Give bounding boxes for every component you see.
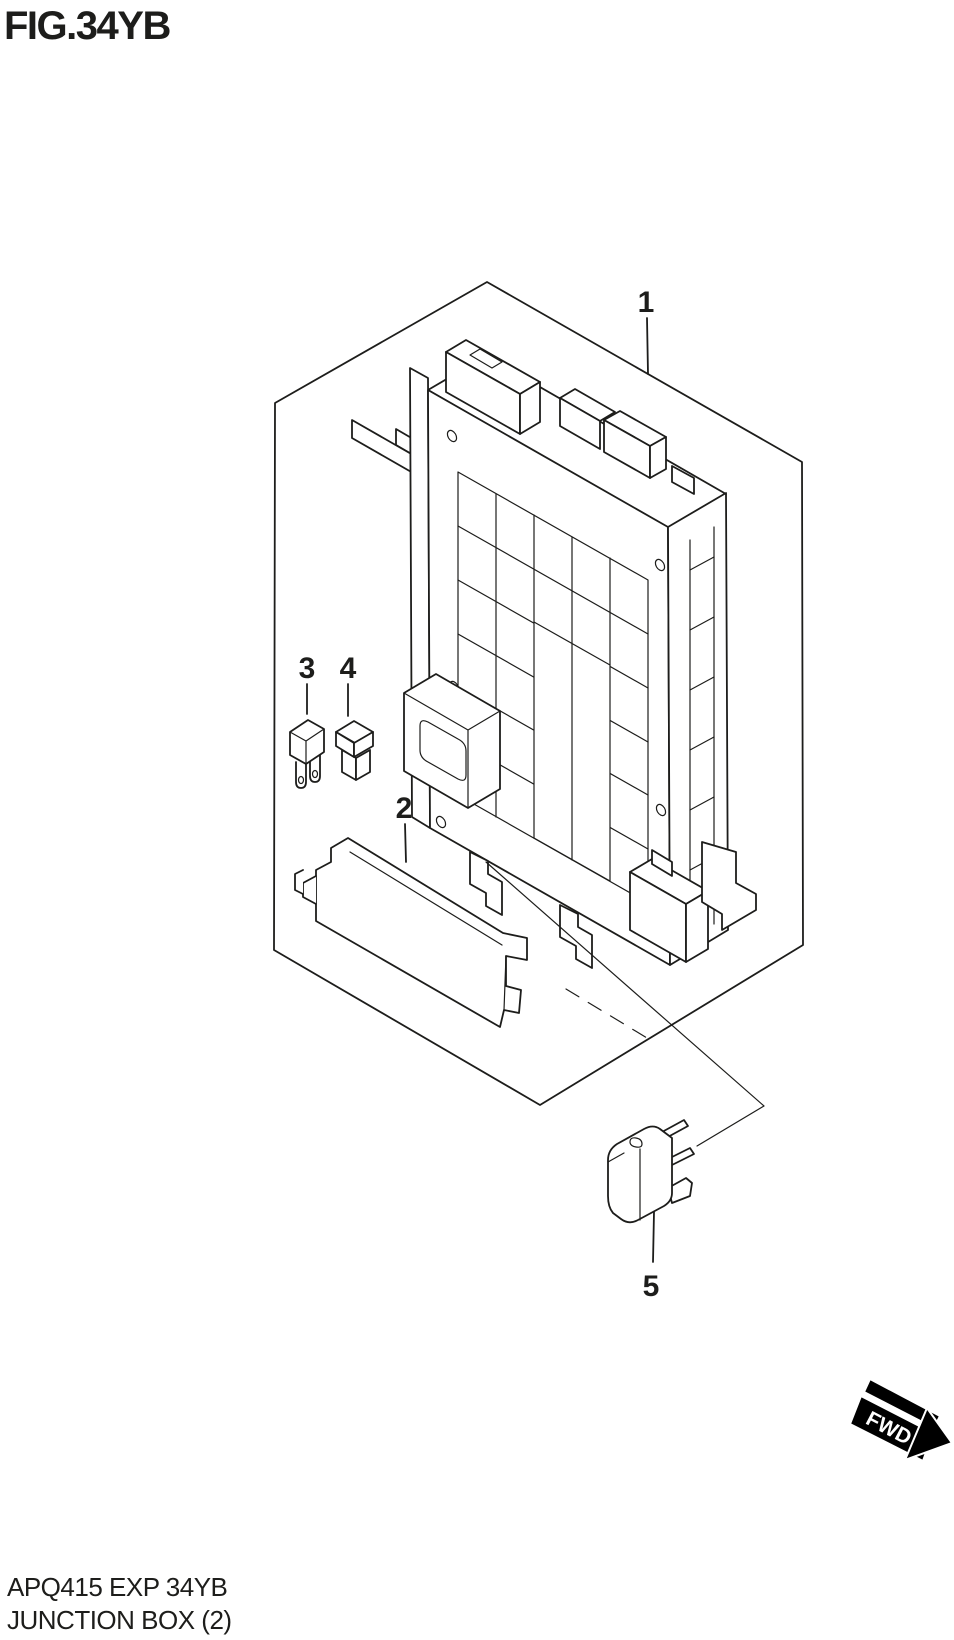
- svg-text:5: 5: [643, 1270, 660, 1303]
- bottom-brackets: [469, 841, 757, 969]
- svg-text:2: 2: [396, 792, 413, 825]
- svg-text:1: 1: [638, 286, 655, 319]
- junction-box-drawing: [351, 339, 757, 969]
- callout-2[interactable]: 2: [396, 792, 413, 863]
- cartridge-drawing: [335, 720, 374, 781]
- svg-text:4: 4: [340, 652, 357, 685]
- figure-name: JUNCTION BOX (2): [7, 1605, 232, 1635]
- fuse-drawing: [289, 719, 325, 789]
- fwd-arrow-icon: FWD: [848, 1377, 954, 1463]
- relay-locator-line: [485, 861, 765, 1147]
- callout-4[interactable]: 4: [340, 652, 357, 717]
- callout-1[interactable]: 1: [638, 286, 655, 375]
- figure-title: FIG.34YB: [4, 4, 171, 48]
- isometric-outline: [273, 281, 804, 1106]
- relay-drawing: [607, 1119, 695, 1224]
- footer-block: APQ415 EXP 34YB JUNCTION BOX (2): [7, 1571, 232, 1637]
- svg-text:3: 3: [299, 652, 316, 685]
- callout-3[interactable]: 3: [299, 652, 316, 715]
- callout-5[interactable]: 5: [643, 1211, 660, 1303]
- cover-drawing: [294, 837, 528, 1028]
- connector-pod: [403, 673, 501, 809]
- catalog-code: APQ415 EXP 34YB: [7, 1572, 228, 1602]
